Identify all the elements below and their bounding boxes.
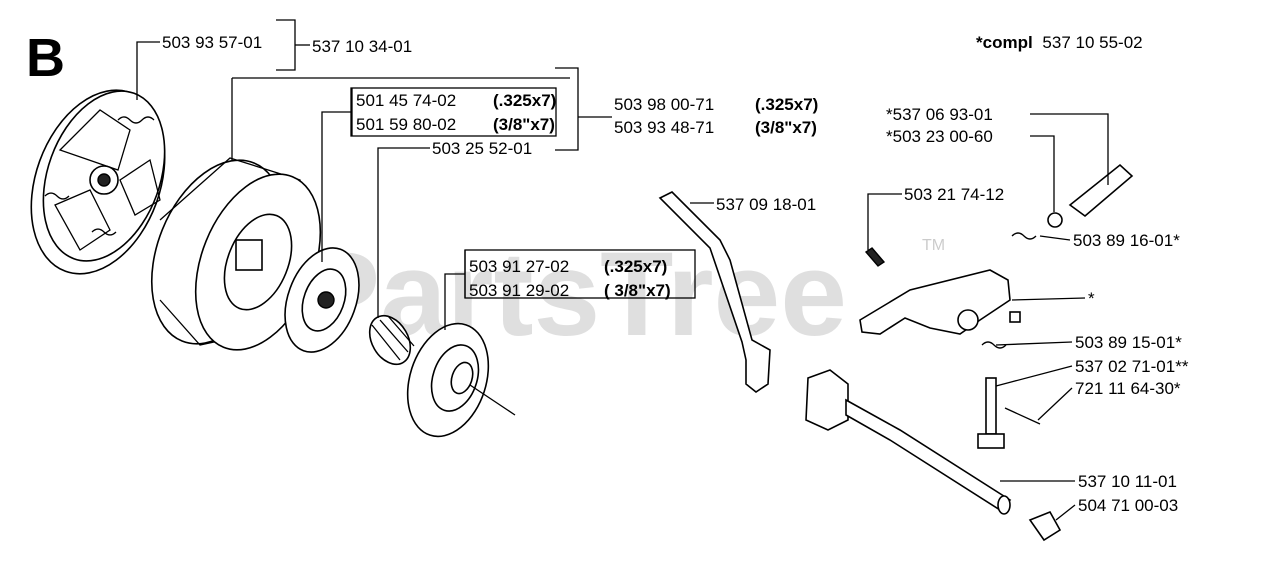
label-501-59-80-02: 501 59 80-02: [356, 115, 456, 134]
header-note-prefix: *compl: [976, 33, 1033, 52]
pump-plunger-drawing: [977, 163, 1134, 449]
label-721-11-64-30: 721 11 64-30*: [1075, 379, 1181, 398]
label-503-91-27-02-size: (.325x7): [604, 257, 667, 276]
leader-lines: [136, 19, 1109, 521]
label-503-89-15-01: 503 89 15-01*: [1075, 333, 1182, 352]
header-note-number: 537 10 55-02: [1042, 33, 1142, 52]
clutch-drawing: [30, 89, 166, 275]
label-537-10-34-01: 537 10 34-01: [312, 37, 412, 56]
label-537-06-93-01: *537 06 93-01: [886, 105, 993, 124]
label-503-91-29-02-size: ( 3/8"x7): [604, 281, 671, 300]
label-501-45-74-02: 501 45 74-02: [356, 91, 456, 110]
header-note: *compl 537 10 55-02: [976, 33, 1143, 52]
label-537-02-71-01: 537 02 71-01**: [1075, 357, 1189, 376]
section-letter: B: [26, 28, 65, 88]
box-spur-options: [464, 249, 696, 299]
rim-sprocket-drawing: [284, 247, 360, 353]
label-501-59-80-02-size: (3/8"x7): [493, 115, 555, 134]
label-503-93-57-01: 503 93 57-01: [162, 33, 262, 52]
label-504-71-00-03: 504 71 00-03: [1078, 496, 1178, 515]
label-503-98-00-71: 503 98 00-71: [614, 95, 714, 114]
label-503-89-16-01: 503 89 16-01*: [1073, 231, 1180, 250]
needle-bearing-drawing: [368, 314, 415, 366]
label-503-98-00-71-size: (.325x7): [755, 95, 818, 114]
label-503-23-00-60: *503 23 00-60: [886, 127, 993, 146]
pump-housing-drawing: [859, 247, 1021, 335]
label-537-09-18-01: 537 09 18-01: [716, 195, 816, 214]
label-537-10-11-01: 537 10 11-01: [1078, 472, 1177, 491]
brake-lever-drawing: [658, 191, 771, 393]
box-sprocket-options: [350, 87, 557, 137]
label-503-93-48-71: 503 93 48-71: [614, 118, 714, 137]
label-503-93-48-71-size: (3/8"x7): [755, 118, 817, 137]
watermark-tm: TM: [922, 237, 945, 254]
label-503-91-29-02: 503 91 29-02: [469, 281, 569, 300]
label-503-91-27-02: 503 91 27-02: [469, 257, 569, 276]
label-asterisk: *: [1088, 289, 1095, 308]
label-501-45-74-02-size: (.325x7): [493, 91, 556, 110]
label-503-25-52-01: 503 25 52-01: [432, 139, 532, 158]
spur-sprocket-drawing: [406, 322, 516, 438]
label-503-21-74-12: 503 21 74-12: [904, 185, 1004, 204]
pump-shaft-drawing: [805, 369, 1062, 542]
